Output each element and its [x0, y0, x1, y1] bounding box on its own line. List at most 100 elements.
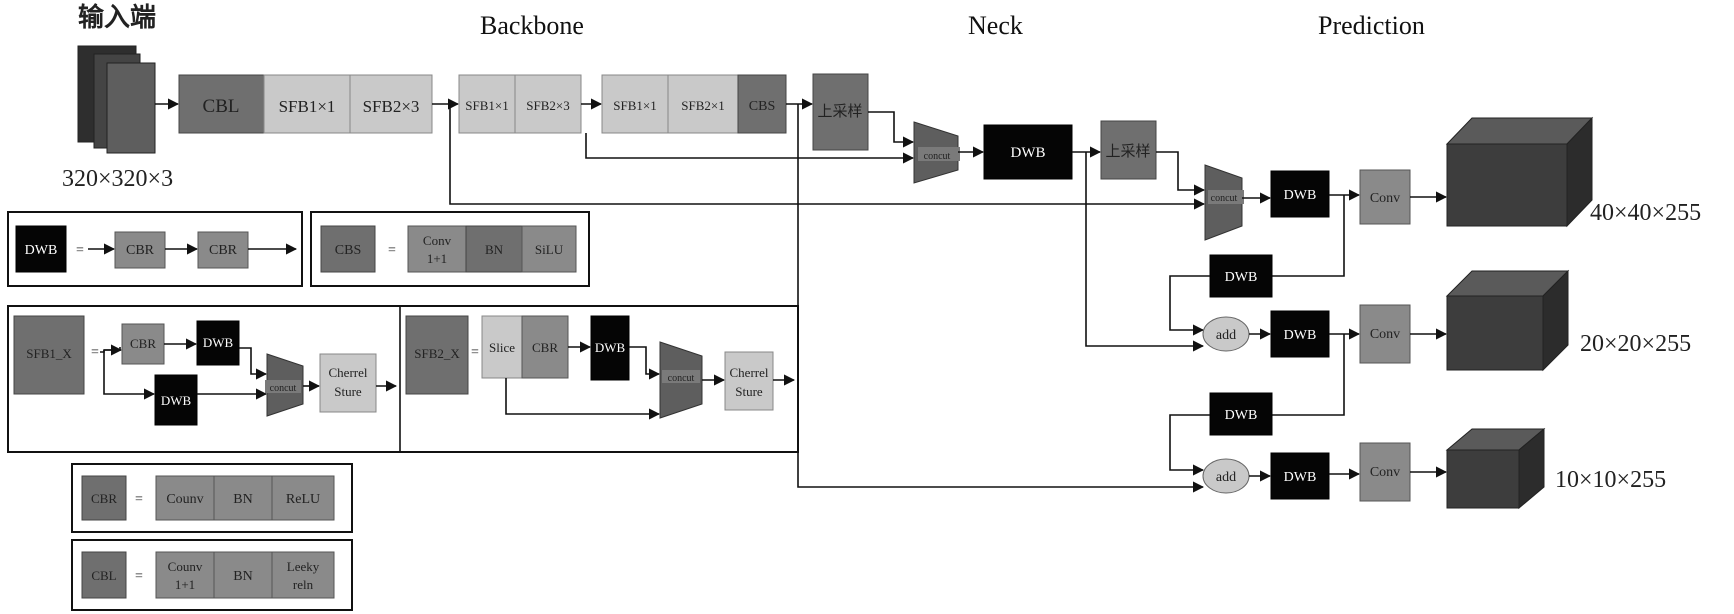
output-cube-20: [1445, 269, 1570, 372]
legend-cbl-act: [271, 551, 335, 599]
legend-sfb2-cherrel-l1: Cherrel: [730, 365, 769, 380]
legend-dwb-name: DWB: [25, 243, 58, 258]
legend-sfb-frame: [7, 305, 799, 453]
legend-cbr-bn-label: BN: [233, 492, 252, 507]
concat2-label-bg: [1208, 190, 1244, 204]
neck-dwb1-block: [983, 124, 1073, 180]
g3-sfb1-block: [601, 74, 669, 134]
pred-conv2-block: [1359, 304, 1411, 364]
g2-sfb1-block: [458, 74, 516, 134]
legend-dwb-eq: =: [76, 243, 84, 258]
neck-dwb5-label: DWB: [1225, 408, 1258, 423]
legend-sfb1-concat-label: concut: [270, 383, 297, 394]
legend-dwb-frame: [7, 211, 303, 287]
upsample2-block: [1100, 120, 1157, 180]
legend-cbl-conv-l2: 1+1: [175, 577, 195, 592]
output-size-20: 20×20×255: [1580, 331, 1691, 357]
neck-dwb5-block: [1209, 392, 1273, 436]
neck-dwb2-block: [1270, 170, 1330, 218]
cbl-block: [178, 74, 265, 134]
header-input: 输入端: [78, 2, 156, 32]
legend-dwb-swatch: [15, 225, 67, 273]
legend-dwb-cbr2-label: CBR: [209, 243, 238, 258]
legend-cbl-frame: [71, 539, 353, 611]
legend-sfb2-swatch: [405, 315, 469, 395]
legend-cbr-bn: [213, 475, 273, 521]
header-prediction: Prediction: [1318, 11, 1425, 40]
legend-cbs-frame: [310, 211, 590, 287]
pred-conv3-block: [1359, 442, 1411, 502]
g3-sfb2x1-block: [667, 74, 739, 134]
legend-sfb2-dwb-label: DWB: [595, 340, 626, 355]
legend-sfb1-name: SFB1_X: [26, 346, 72, 361]
legend-sfb2-cbr: [521, 315, 569, 379]
legend-cbr-swatch: [81, 475, 127, 521]
sfb1-block-label: SFB1×1: [279, 97, 336, 116]
legend-sfb1-concat-bg: [265, 380, 301, 393]
neck-dwb3-label: DWB: [1225, 270, 1258, 285]
legend-dwb-cbr1: [114, 231, 166, 269]
legend-cbr-conv: [155, 475, 215, 521]
concat1-label-bg: [918, 147, 960, 161]
legend-cbs-silu: [521, 225, 577, 273]
neck-dwb6-label: DWB: [1284, 470, 1317, 485]
output-cube-10: [1445, 427, 1546, 510]
neck-dwb3-block: [1209, 254, 1273, 298]
legend-cbr-name: CBR: [91, 491, 117, 506]
upsample-block: [812, 73, 869, 151]
cbl-block-label: CBL: [203, 96, 240, 117]
g3-sfb1-label: SFB1×1: [613, 98, 656, 113]
neck-dwb6-block: [1270, 452, 1330, 500]
sfb2x3-block-label: SFB2×3: [363, 97, 420, 116]
legend-cbl-bn-label: BN: [233, 569, 252, 584]
legend-cbs-name: CBS: [335, 243, 361, 258]
legend-cbs-swatch: [320, 225, 376, 273]
legend-cbs-silu-label: SiLU: [535, 242, 564, 257]
legend-sfb2-dwb: [590, 315, 630, 381]
legend-dwb-cbr2: [197, 231, 249, 269]
pred-conv3-label: Conv: [1370, 465, 1400, 480]
header-neck: Neck: [968, 11, 1023, 40]
output-size-10: 10×10×255: [1555, 467, 1666, 493]
add2-label: add: [1216, 470, 1236, 485]
legend-sfb2-eq: =: [471, 345, 479, 360]
legend-cbl-conv: [155, 551, 215, 599]
upsample2-block-label: 上采样: [1105, 143, 1150, 160]
output-cube-40: [1445, 116, 1594, 228]
legend-dwb-cbr1-label: CBR: [126, 243, 155, 258]
legend-sfb2-cherrel-l2: Sture: [735, 384, 763, 399]
legend-cbl-bn: [213, 551, 273, 599]
legend-cbs-conv-l1: Conv: [423, 233, 452, 248]
legend-sfb2-name: SFB2_X: [414, 346, 460, 361]
legend-sfb1-cherrel-l2: Sture: [334, 384, 362, 399]
neck-dwb4-block: [1270, 310, 1330, 358]
g3-cbs-label: CBS: [749, 99, 775, 114]
concat2-label: concut: [1211, 193, 1238, 204]
legend-cbs-bn-label: BN: [485, 242, 504, 257]
legend-cbr-relu-label: ReLU: [286, 492, 320, 507]
legend-cbs-eq: =: [388, 243, 396, 258]
legend-cbl-conv-l1: Counv: [168, 559, 203, 574]
input-size-label: 320×320×3: [62, 166, 173, 192]
g2-sfb1-label: SFB1×1: [465, 98, 508, 113]
neck-dwb1-label: DWB: [1011, 145, 1046, 161]
concat1-label: concut: [924, 151, 951, 162]
legend-sfb2-cherrel: [724, 351, 774, 411]
legend-sfb1-eq: =: [91, 345, 99, 360]
legend-cbl-act-l1: Leeky: [287, 559, 320, 574]
legend-sfb1-cbr: [121, 323, 165, 365]
legend-sfb1-cherrel-l1: Cherrel: [329, 365, 368, 380]
legend-sfb1-dwb-bottom-label: DWB: [161, 393, 192, 408]
legend-sfb2-concat-label: concut: [668, 373, 695, 384]
neck-dwb2-label: DWB: [1284, 188, 1317, 203]
header-backbone: Backbone: [480, 11, 584, 40]
legend-sfb2-cbr-label: CBR: [532, 340, 558, 355]
legend-sfb2-slice-label: Slice: [489, 340, 515, 355]
g3-cbs-block: [737, 74, 787, 134]
pred-conv1-block: [1359, 169, 1411, 225]
g2-sfb2x3-label: SFB2×3: [526, 98, 569, 113]
pred-conv1-label: Conv: [1370, 191, 1400, 206]
legend-sfb1-swatch: [13, 315, 85, 395]
g2-sfb2x3-block: [514, 74, 582, 134]
